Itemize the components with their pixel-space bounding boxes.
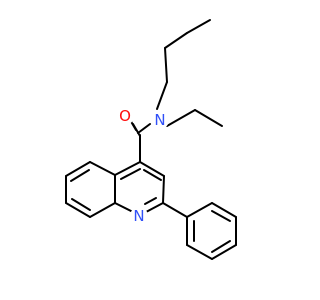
bond-q-c8-c8a xyxy=(89,202,116,218)
bond-q-c5-c6-inner xyxy=(70,169,90,182)
bond-ph-1-2 xyxy=(186,202,213,218)
phenyl-ring xyxy=(162,202,237,260)
bond-q-c2-n-inner xyxy=(144,197,157,205)
bond-c2-c3 xyxy=(164,32,188,49)
bond-ph-4-5 xyxy=(211,244,237,260)
bond-q-c7-c8-inner xyxy=(71,198,91,211)
bond-n-carbonyl xyxy=(137,123,151,134)
ethyl-group xyxy=(166,109,223,127)
ring-nitrogen-label: N xyxy=(133,207,144,225)
bond-q-c4-c3 xyxy=(139,161,165,177)
bond-ph-2-3-inner xyxy=(211,210,231,222)
bond-c1-c2 xyxy=(186,19,211,34)
bond-q-c2-phenyl xyxy=(162,202,188,218)
molecule-structure: O N N xyxy=(65,19,237,260)
butyl-chain xyxy=(156,19,211,110)
bond-n-ethyl xyxy=(166,109,196,127)
atom-label-amide-nitrogen: N xyxy=(151,111,169,129)
bond-q-c5-c6 xyxy=(65,161,91,177)
bond-ph-4-5-inner xyxy=(211,240,231,253)
bond-ph-5-6 xyxy=(186,244,213,260)
bond-q-c4-c3-inner xyxy=(143,169,162,181)
bond-c4-n xyxy=(156,81,168,110)
bond-ph-2-3 xyxy=(211,202,237,218)
amide-group xyxy=(128,117,151,163)
bond-q-c2-n xyxy=(145,202,164,213)
quinoline-ring xyxy=(65,161,165,218)
molecule-diagram: O N N xyxy=(65,19,237,260)
bond-q-n-c8a xyxy=(114,202,134,213)
bond-c3-c4 xyxy=(164,47,168,83)
oxygen-label: O xyxy=(119,107,131,125)
atom-label-ring-nitrogen: N xyxy=(130,207,148,225)
bond-q-c3-c2 xyxy=(162,175,165,204)
amide-nitrogen-label: N xyxy=(154,111,165,129)
bond-q-c4a-c4-inner xyxy=(120,168,141,180)
bond-ethyl-c xyxy=(194,109,223,127)
bond-q-c4a-c5 xyxy=(89,161,116,176)
bond-q-c4a-c4 xyxy=(114,161,141,176)
bond-q-c7-c8 xyxy=(65,202,91,218)
atom-label-oxygen: O xyxy=(116,107,134,125)
